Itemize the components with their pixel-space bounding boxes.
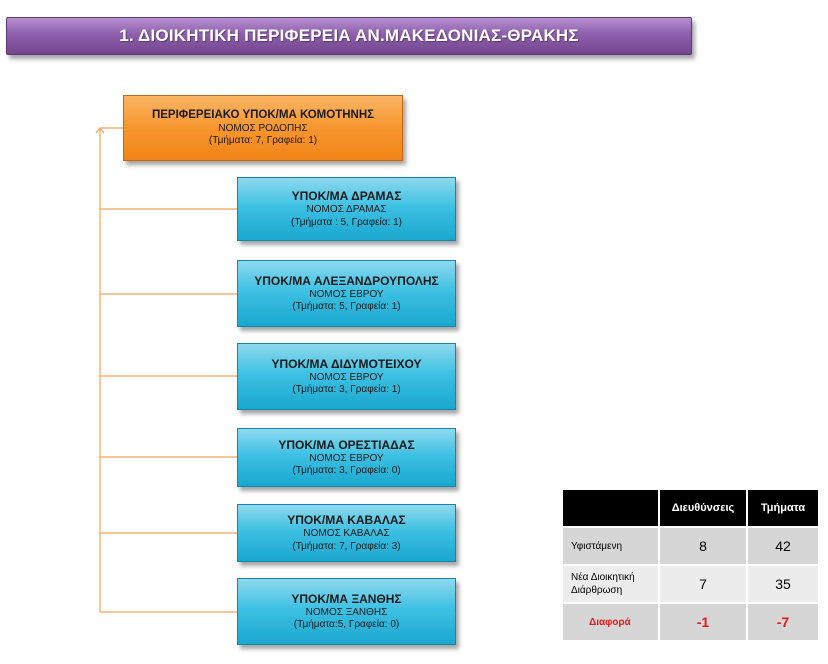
- header-departments: Τμήματα: [746, 488, 820, 528]
- summary-table: Διευθύνσεις Τμήματα Υφιστάμενη 8 42 Νέα …: [561, 488, 820, 642]
- child-node-title: ΥΠΟΚ/ΜΑ ΞΑΝΘΗΣ: [291, 591, 402, 606]
- directorates-value: 8: [658, 526, 748, 566]
- child-node-prefecture: ΝΟΜΟΣ ΚΑΒΑΛΑΣ: [303, 528, 390, 539]
- child-node-info: (Τμήματα: 5, Γραφεία: 1): [292, 301, 401, 312]
- table-row-new-structure: Νέα Διοικητική Διάρθρωση 7 35: [561, 564, 820, 604]
- child-node-title: ΥΠΟΚ/ΜΑ ΟΡΕΣΤΙΑΔΑΣ: [278, 437, 415, 452]
- child-node-prefecture: ΝΟΜΟΣ ΔΡΑΜΑΣ: [306, 204, 387, 215]
- departments-value: 42: [746, 526, 820, 566]
- row-label: Νέα Διοικητική Διάρθρωση: [561, 564, 660, 604]
- summary-table-header-row: Διευθύνσεις Τμήματα: [561, 488, 820, 528]
- root-node-title: ΠΕΡΙΦΕΡΕΙΑΚΟ ΥΠΟΚ/ΜΑ ΚΟΜΟΤΗΝΗΣ: [151, 109, 375, 122]
- child-node-drama: ΥΠΟΚ/ΜΑ ΔΡΑΜΑΣ ΝΟΜΟΣ ΔΡΑΜΑΣ (Τμήματα : 5…: [237, 177, 456, 241]
- child-node-title: ΥΠΟΚ/ΜΑ ΔΡΑΜΑΣ: [291, 189, 402, 203]
- table-row-existing: Υφιστάμενη 8 42: [561, 526, 820, 566]
- child-node-kavala: ΥΠΟΚ/ΜΑ ΚΑΒΑΛΑΣ ΝΟΜΟΣ ΚΑΒΑΛΑΣ (Τμήματα: …: [237, 504, 456, 562]
- header-empty-cell: [561, 488, 660, 528]
- child-node-prefecture: ΝΟΜΟΣ ΕΒΡΟΥ: [309, 452, 384, 464]
- child-node-info: (Τμήματα: 7, Γραφεία: 3): [292, 540, 401, 552]
- departments-value: 35: [746, 564, 820, 604]
- page-title: 1. ΔΙΟΙΚΗΤΙΚΗ ΠΕΡΙΦΕΡΕΙΑ ΑΝ.ΜΑΚΕΔΟΝΙΑΣ-Θ…: [119, 26, 579, 45]
- root-node-info: (Τμήματα: 7, Γραφεία: 1): [208, 135, 318, 147]
- table-row-difference: Διαφορά -1 -7: [561, 602, 820, 642]
- page-title-banner: 1. ΔΙΟΙΚΗΤΙΚΗ ΠΕΡΙΦΕΡΕΙΑ ΑΝ.ΜΑΚΕΔΟΝΙΑΣ-Θ…: [6, 17, 692, 55]
- child-node-prefecture: ΝΟΜΟΣ ΞΑΝΘΗΣ: [305, 606, 388, 618]
- child-node-info: (Τμήματα: 3, Γραφεία: 0): [292, 465, 401, 476]
- directorates-value: 7: [658, 564, 748, 604]
- departments-value: -7: [746, 602, 820, 642]
- child-node-prefecture: ΝΟΜΟΣ ΕΒΡΟΥ: [309, 371, 384, 383]
- child-node-xanthi: ΥΠΟΚ/ΜΑ ΞΑΝΘΗΣ ΝΟΜΟΣ ΞΑΝΘΗΣ (Τμήματα:5, …: [237, 578, 456, 645]
- child-node-title: ΥΠΟΚ/ΜΑ ΔΙΔΥΜΟΤΕΙΧΟΥ: [271, 356, 422, 371]
- child-node-didymoteicho: ΥΠΟΚ/ΜΑ ΔΙΔΥΜΟΤΕΙΧΟΥ ΝΟΜΟΣ ΕΒΡΟΥ (Τμήματ…: [237, 343, 456, 410]
- root-node-prefecture: ΝΟΜΟΣ ΡΟΔΟΠΗΣ: [218, 122, 308, 134]
- child-node-title: ΥΠΟΚ/ΜΑ ΑΛΕΞΑΝΔΡΟΥΠΟΛΗΣ: [254, 273, 439, 288]
- root-node-komotini: ΠΕΡΙΦΕΡΕΙΑΚΟ ΥΠΟΚ/ΜΑ ΚΟΜΟΤΗΝΗΣ ΝΟΜΟΣ ΡΟΔ…: [123, 95, 403, 161]
- child-node-title: ΥΠΟΚ/ΜΑ ΚΑΒΑΛΑΣ: [287, 513, 406, 527]
- row-label: Διαφορά: [561, 602, 660, 642]
- header-directorates: Διευθύνσεις: [658, 488, 748, 528]
- child-node-prefecture: ΝΟΜΟΣ ΕΒΡΟΥ: [309, 288, 384, 300]
- child-node-orestiada: ΥΠΟΚ/ΜΑ ΟΡΕΣΤΙΑΔΑΣ ΝΟΜΟΣ ΕΒΡΟΥ (Τμήματα:…: [237, 428, 456, 487]
- child-node-info: (Τμήματα:5, Γραφεία: 0): [293, 619, 400, 630]
- connector-arrow-head: [95, 127, 105, 134]
- child-node-alexandroupoli: ΥΠΟΚ/ΜΑ ΑΛΕΞΑΝΔΡΟΥΠΟΛΗΣ ΝΟΜΟΣ ΕΒΡΟΥ (Τμή…: [237, 260, 456, 327]
- child-node-info: (Τμήματα : 5, Γραφεία: 1): [291, 216, 402, 228]
- connector-trunk: [99, 127, 123, 612]
- row-label: Υφιστάμενη: [561, 526, 660, 566]
- child-node-info: (Τμήματα: 3, Γραφεία: 1): [292, 384, 401, 395]
- directorates-value: -1: [658, 602, 748, 642]
